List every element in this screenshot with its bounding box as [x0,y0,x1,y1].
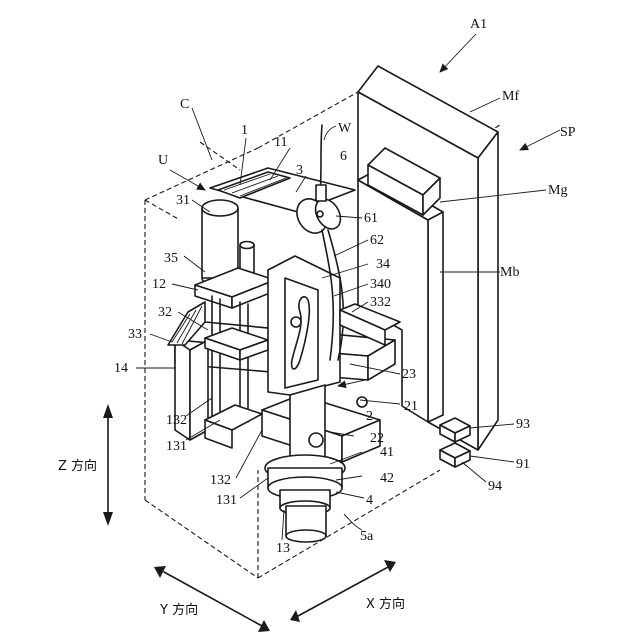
label-61: 61 [364,211,378,226]
label-a1: A1 [470,17,487,32]
label-y-direction: Y 方向 [159,602,198,618]
label-3: 3 [296,163,303,178]
y-direction-arrow [154,566,270,632]
label-93: 93 [516,417,530,432]
label-62: 62 [370,233,384,248]
label-c: C [180,97,189,112]
label-340: 340 [370,277,391,292]
label-41: 41 [380,445,394,460]
label-32: 32 [158,305,172,320]
label-23: 23 [402,367,416,382]
sensor-94 [440,443,470,467]
label-14: 14 [114,361,128,376]
label-2: 2 [366,409,373,424]
x-direction-arrow [290,560,396,622]
label-12: 12 [152,277,166,292]
label-31: 31 [176,193,190,208]
label-21: 21 [404,399,418,414]
label-5a: 5a [360,529,374,544]
label-94: 94 [488,479,502,494]
label-u: U [158,153,168,168]
label-131a: 131 [166,439,187,454]
tool-5a [286,506,326,542]
label-332: 332 [370,295,391,310]
label-mb: Mb [500,265,519,280]
cam-plate-34 [268,256,340,395]
label-34: 34 [376,257,390,272]
label-131b: 131 [216,493,237,508]
label-132b: 132 [210,473,231,488]
label-91: 91 [516,457,530,472]
label-mf: Mf [502,89,519,104]
label-mg: Mg [548,183,567,198]
label-13: 13 [276,541,290,556]
label-4: 4 [366,493,373,508]
label-35: 35 [164,251,178,266]
label-11: 11 [274,135,287,150]
label-x-direction: X 方向 [366,596,405,612]
frame-13 [205,405,262,448]
label-sp: SP [560,125,576,140]
label-42: 42 [380,471,394,486]
z-direction-arrow [103,404,113,526]
label-33: 33 [128,327,142,342]
label-22: 22 [370,431,384,446]
direction-labels: Z 方向 Y 方向 X 方向 [58,458,405,618]
label-z-direction: Z 方向 [58,458,97,474]
label-6: 6 [340,149,347,164]
label-1: 1 [241,123,248,138]
label-132a: 132 [166,413,187,428]
label-w: W [338,121,352,136]
